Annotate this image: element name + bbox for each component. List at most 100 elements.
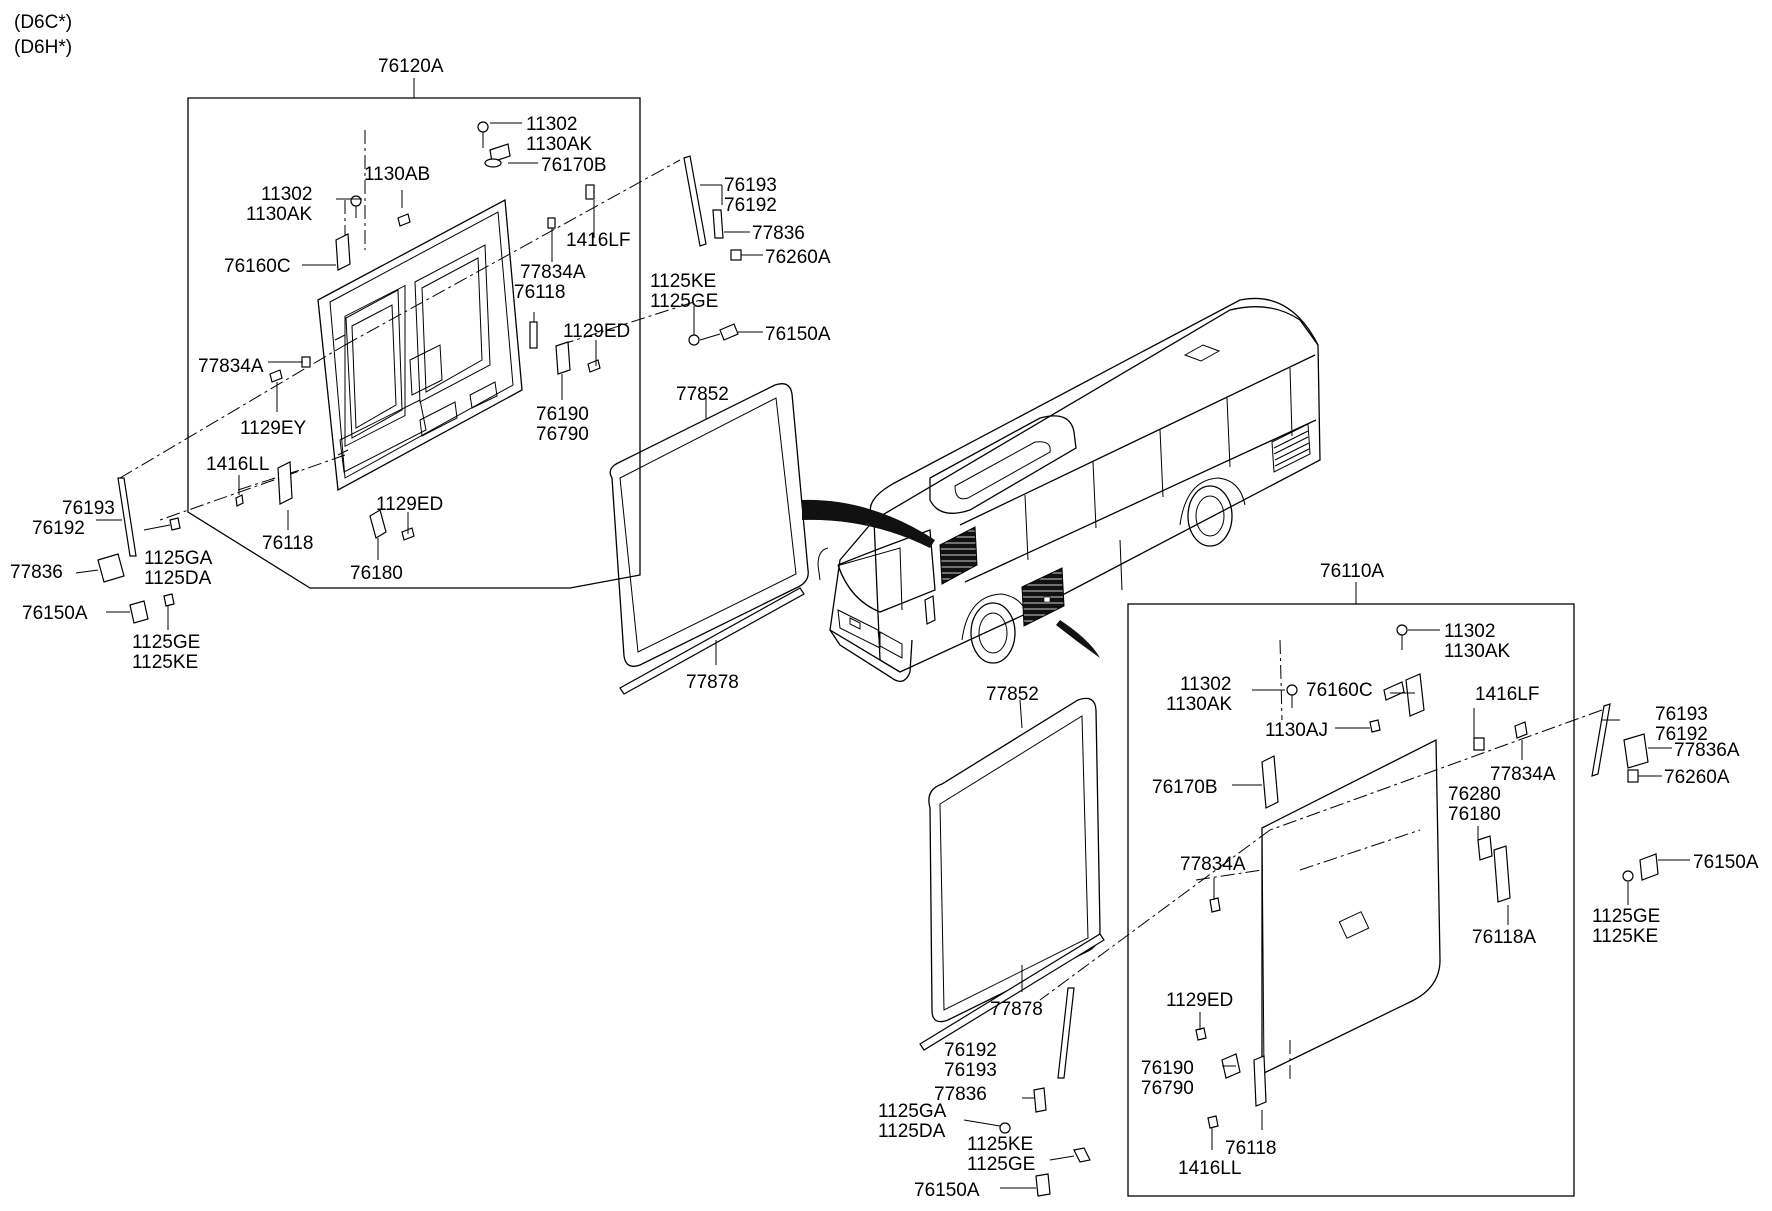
side-door-assembly-label: 76110A: [1320, 561, 1384, 582]
part-label: 1125GE: [650, 291, 718, 312]
hinge-icon: [1405, 673, 1425, 717]
bolt-icon: [1396, 624, 1408, 636]
front-left-strut-group: 76193 76192 77836 1125GA 1125DA 76150A 1…: [10, 477, 213, 673]
hinge-icon: [1261, 755, 1279, 809]
part-label: 76170B: [541, 155, 607, 176]
front-door-pointer: [802, 499, 935, 548]
part-label: 77836: [752, 223, 805, 244]
mirror-icon: [817, 547, 829, 581]
part-label: 1125GE: [967, 1154, 1035, 1175]
part-label: 77834A: [198, 356, 264, 377]
hinge-icon: [489, 143, 511, 163]
part-label: 76193: [724, 175, 777, 196]
bus-illustration: [802, 297, 1321, 683]
hinge-icon: [277, 461, 293, 505]
bracket-icon: [1253, 1055, 1267, 1107]
part-label: 1125KE: [650, 271, 716, 292]
part-label: 77852: [986, 684, 1039, 705]
part-label: 76150A: [1693, 852, 1759, 873]
part-label: 77834A: [1180, 854, 1246, 875]
part-label: 76150A: [765, 324, 831, 345]
bracket-icon: [1035, 1173, 1051, 1197]
part-label: 1130AK: [1166, 694, 1233, 715]
model-d6h: (D6H*): [14, 37, 72, 58]
front-door-leaders: [238, 122, 597, 560]
part-label: 1129ED: [1166, 990, 1233, 1011]
part-label: 76790: [536, 424, 589, 445]
bolt-icon: [169, 517, 181, 531]
part-label: 77878: [990, 999, 1043, 1020]
part-label: 76260A: [1664, 767, 1730, 788]
engine-grille: [1271, 423, 1311, 473]
bolt-icon: [477, 121, 489, 133]
side-door-seal: 77852 77878: [919, 684, 1105, 1051]
part-label: 1130AK: [526, 134, 593, 155]
part-label: 76193: [1655, 704, 1708, 725]
part-label: 76180: [350, 563, 403, 584]
part-label: 1125GA: [144, 548, 213, 569]
side-door-pointer: [1056, 620, 1100, 658]
part-label: 77834A: [520, 262, 586, 283]
part-label: 1130AK: [1444, 641, 1511, 662]
bracket-icon: [529, 321, 538, 349]
grille-icon: [879, 631, 903, 659]
part-label: 77836: [934, 1084, 987, 1105]
plug-icon: [1473, 737, 1485, 751]
part-label: 11302: [1444, 621, 1495, 642]
bolt-icon: [1286, 684, 1298, 696]
front-door-seal: 77852 77878: [609, 383, 809, 695]
part-label: 1125GE: [1592, 906, 1660, 927]
rear-wheel: [1187, 485, 1233, 547]
plug-icon: [1207, 1115, 1219, 1129]
bracket-icon: [1623, 733, 1649, 769]
part-label: 76193: [944, 1060, 997, 1081]
part-label: 1125KE: [132, 652, 198, 673]
front-door-assembly: 76120A: [119, 56, 701, 589]
bolt-icon: [1073, 1147, 1091, 1163]
part-label: 76193: [62, 498, 115, 519]
bracket-icon: [1493, 845, 1511, 903]
side-door-leaders: [1199, 629, 1523, 1150]
gas-strut-icon: [1057, 987, 1075, 1079]
part-label: 76190: [1141, 1058, 1194, 1079]
clip-icon: [1209, 897, 1221, 913]
bracket-icon: [1639, 853, 1659, 881]
part-label: 76118: [1225, 1138, 1276, 1159]
clip-icon: [547, 217, 556, 229]
bumper-icon: [1627, 769, 1639, 783]
part-label: 1130AJ: [1265, 720, 1328, 741]
part-label: 77834A: [1490, 764, 1556, 785]
mirror-icon: [924, 595, 936, 625]
latch-icon: [1477, 835, 1493, 861]
side-door-frame: [1127, 603, 1575, 1197]
bracket-icon: [97, 553, 125, 583]
hinge-icon: [555, 341, 571, 375]
side-door-hardware: [1195, 624, 1528, 1129]
part-label: 76192: [32, 518, 85, 539]
part-label: 76192: [724, 195, 777, 216]
part-label: 11302: [1180, 674, 1231, 695]
roof-hatch-icon: [1183, 344, 1221, 362]
part-label: 1416LL: [206, 454, 269, 475]
part-label: 1416LF: [566, 230, 630, 251]
side-door-panel: [1261, 738, 1441, 1076]
clip-icon: [585, 184, 595, 200]
part-label: 76280: [1448, 784, 1501, 805]
part-label: 77852: [676, 384, 729, 405]
part-label: 1130AK: [246, 204, 313, 225]
part-label: 76192: [1655, 724, 1708, 745]
part-label: 1130AB: [364, 164, 430, 185]
front-door-frame: [187, 97, 641, 589]
part-label: 76118: [514, 282, 565, 303]
part-label: 77836: [10, 562, 63, 583]
part-label: 1416LF: [1475, 684, 1539, 705]
part-label: 76150A: [914, 1180, 980, 1201]
bolt-icon: [1622, 870, 1634, 882]
part-label: 1416LL: [1178, 1158, 1241, 1179]
bolt-icon: [587, 359, 601, 373]
part-label: 77878: [686, 672, 739, 693]
front-door-assembly-label: 76120A: [378, 56, 444, 77]
hinge-icon: [335, 233, 351, 271]
bracket-icon: [129, 600, 149, 624]
